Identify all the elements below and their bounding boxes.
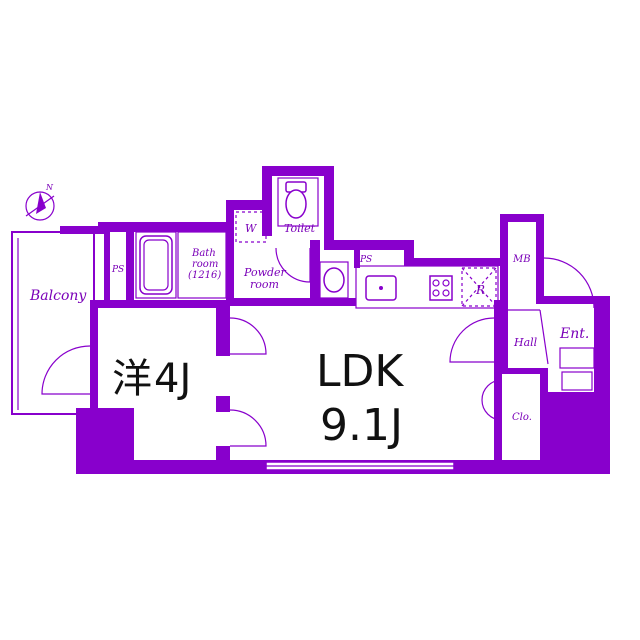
label-washer: W <box>245 222 258 235</box>
bathtub <box>139 235 173 295</box>
burner <box>442 289 450 297</box>
wall-segment <box>126 226 134 304</box>
wall-segment <box>226 298 356 306</box>
shoe-cabinet-lower <box>561 371 593 391</box>
door-swing <box>481 379 503 421</box>
wall-segment <box>404 240 414 264</box>
toilet-room <box>277 177 319 227</box>
wall-segment <box>262 166 334 176</box>
wall-segment <box>354 244 360 268</box>
hall-step <box>539 309 549 365</box>
sink-drain <box>379 286 383 290</box>
room-labels: Balcony PS Bath room (1216) W Toilet Pow… <box>29 222 589 451</box>
wall-segment <box>536 296 598 304</box>
wall-segment <box>90 304 98 414</box>
vanity <box>319 261 349 299</box>
door-swing <box>449 317 495 363</box>
shoe-cabinet <box>559 347 595 369</box>
door-swing <box>543 257 595 309</box>
wall-segment <box>216 446 230 466</box>
label-meter-box: MB <box>512 254 531 265</box>
label-entrance: Ent. <box>559 326 589 342</box>
bathtub-inner <box>143 239 169 291</box>
label-western-room-size: 4J <box>154 356 191 402</box>
wall-segment <box>216 304 230 356</box>
label-bathroom-line2: room <box>192 259 218 270</box>
basin <box>323 267 345 293</box>
compass: N <box>25 183 55 221</box>
wall-segment <box>540 368 548 468</box>
kitchen-counter <box>355 265 499 309</box>
label-ldk-name: LDK <box>316 346 404 397</box>
stove <box>429 275 453 301</box>
wall-segment <box>536 214 544 302</box>
wall-segment <box>324 166 334 250</box>
fridge-diagonal <box>461 267 497 307</box>
label-powder-line1: Powder <box>243 266 287 279</box>
label-bathroom-line1: Bath <box>191 248 216 259</box>
wall-segment <box>216 396 230 412</box>
wall-segment <box>500 368 548 374</box>
wall-segment <box>226 200 270 210</box>
wall-segment <box>60 226 104 234</box>
label-powder-line2: room <box>250 278 279 291</box>
wall-segment <box>324 240 412 250</box>
wall-segment <box>104 226 110 304</box>
toilet-bowl <box>285 189 307 219</box>
compass-north-label: N <box>45 183 54 192</box>
doors <box>41 247 595 447</box>
wall-segment <box>500 214 544 222</box>
label-balcony: Balcony <box>29 288 87 304</box>
balcony-outline <box>11 231 95 415</box>
wall-segment <box>310 240 320 304</box>
label-ldk-size: 9.1J <box>320 400 403 451</box>
label-ps-center: PS <box>359 255 372 265</box>
label-ps-left: PS <box>111 265 124 275</box>
bathroom-outline <box>135 231 177 299</box>
burner <box>442 279 450 287</box>
door-swing <box>41 345 91 395</box>
label-toilet: Toilet <box>284 222 316 235</box>
burner <box>432 289 440 297</box>
label-closet: Clo. <box>512 412 532 423</box>
wall-segment <box>500 214 508 374</box>
wall-segment <box>494 300 502 472</box>
label-bathroom-size: (1216) <box>188 270 221 281</box>
burner <box>432 279 440 287</box>
wall-segment <box>90 300 230 308</box>
label-western-room-name: 洋 <box>112 356 152 402</box>
wall-segment <box>226 232 234 304</box>
door-swing <box>275 247 311 283</box>
label-refrigerator: R <box>475 283 485 297</box>
wall-segment <box>404 258 500 266</box>
door-swing <box>229 317 267 355</box>
north-arrow-icon <box>36 192 46 214</box>
washer-space <box>235 211 267 243</box>
label-hall: Hall <box>513 336 538 349</box>
door-swing <box>229 409 267 447</box>
walls <box>11 166 610 474</box>
wall-segment <box>76 408 134 474</box>
wall-segment <box>98 222 232 232</box>
bathroom-floor <box>177 231 227 299</box>
